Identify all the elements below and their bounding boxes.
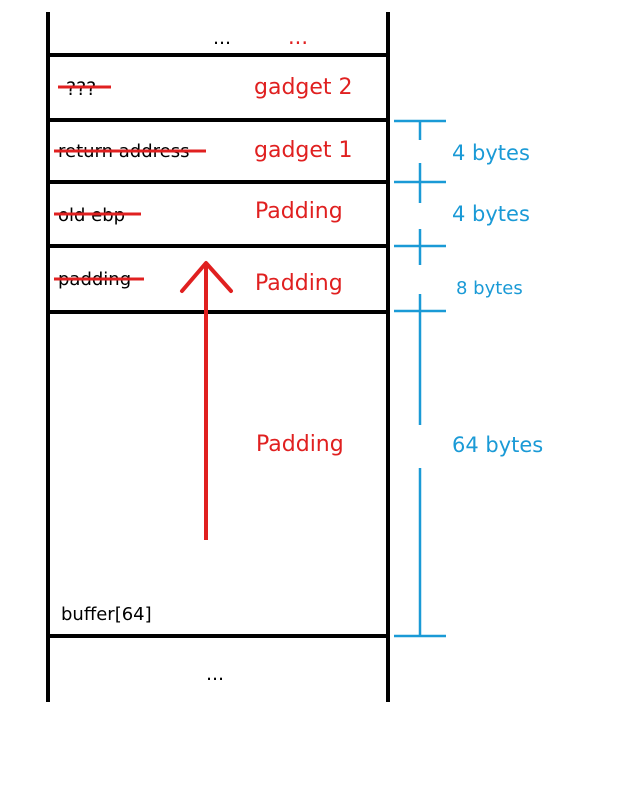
slot-overwrite-label: Padding bbox=[255, 199, 343, 224]
top-red-ellipsis: ... bbox=[288, 25, 308, 49]
slot-overwrite-label: Padding bbox=[255, 271, 343, 296]
overflow-arrow-head bbox=[180, 261, 233, 293]
size-label-buffer: 64 bytes bbox=[452, 433, 543, 457]
size-label-padding: 8 bytes bbox=[456, 278, 523, 299]
dimension-markers bbox=[394, 119, 446, 638]
top-ellipsis: ... bbox=[213, 27, 231, 49]
bottom-ellipsis: ... bbox=[206, 663, 224, 685]
size-label-old-ebp: 4 bytes bbox=[452, 202, 530, 226]
slot-original-label: ??? bbox=[66, 78, 96, 100]
buffer-label: buffer[64] bbox=[61, 604, 152, 625]
buffer-overwrite-label: Padding bbox=[256, 432, 344, 457]
size-label-gadget1: 4 bytes bbox=[452, 141, 530, 165]
slot-overwrite-label: gadget 1 bbox=[254, 138, 353, 163]
slot-overwrite-label: gadget 2 bbox=[254, 75, 353, 100]
